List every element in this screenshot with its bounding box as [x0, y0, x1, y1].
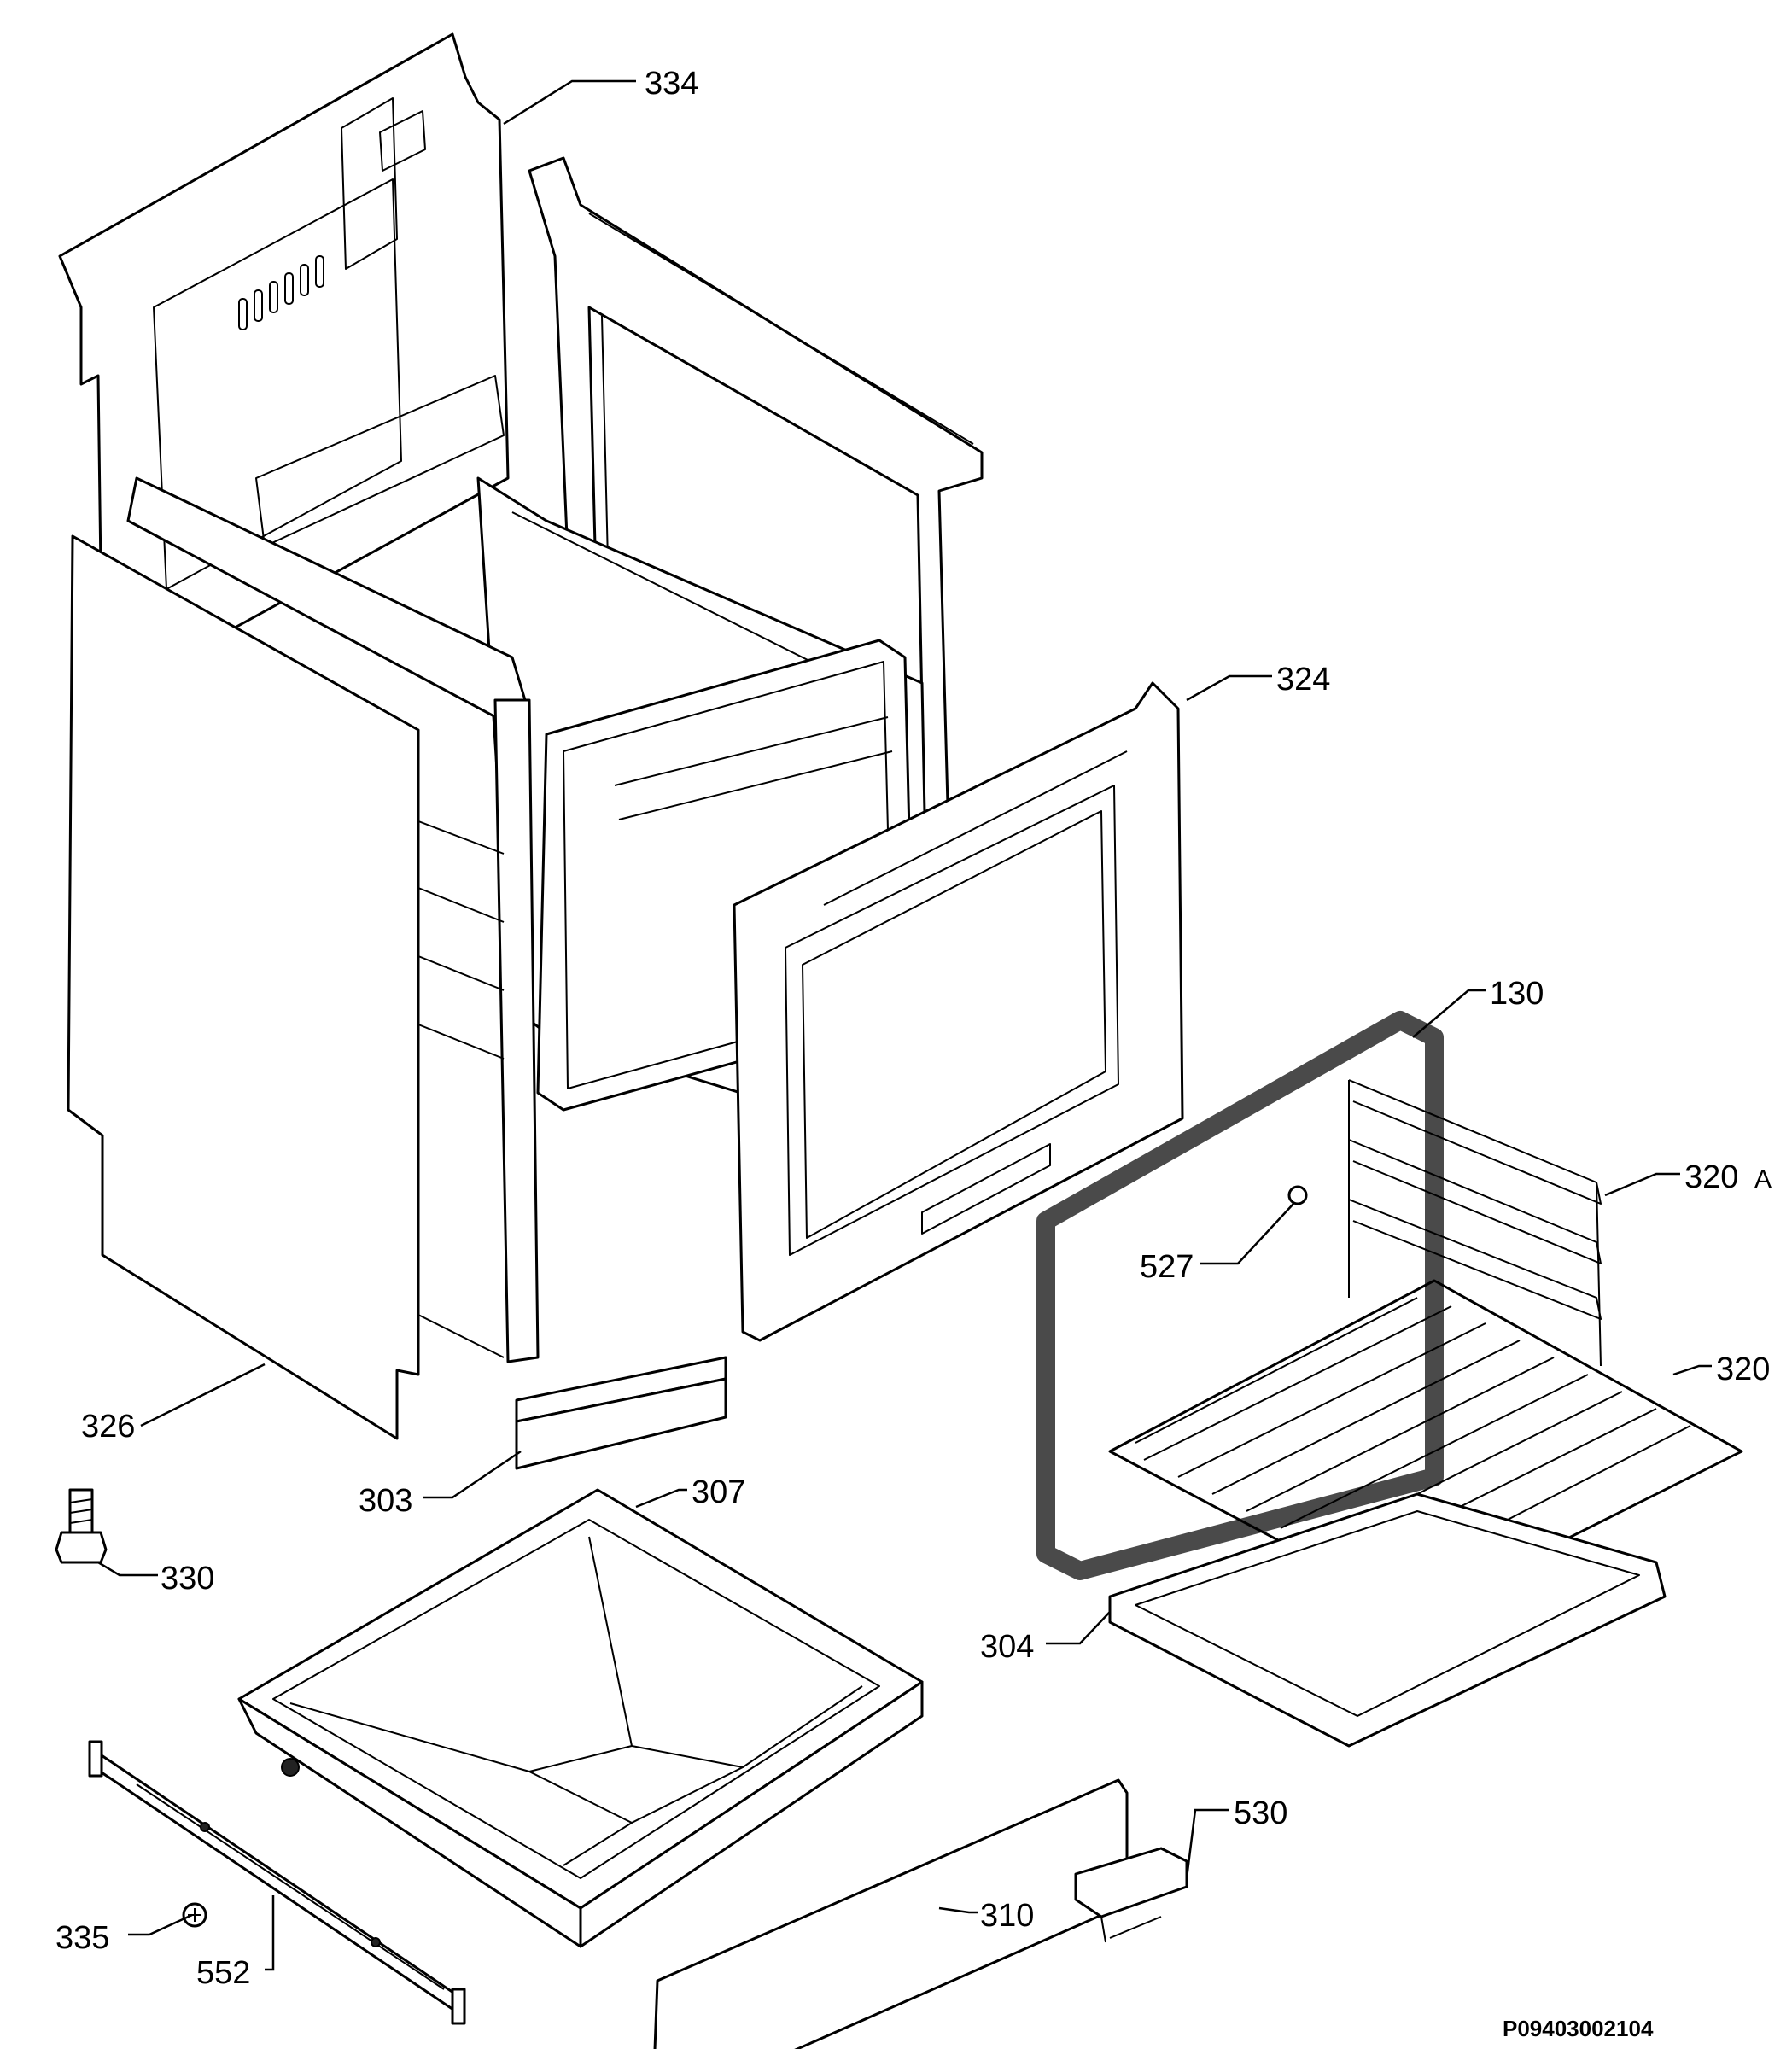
- callout-320a: 320: [1684, 1159, 1738, 1195]
- side-panel-326[interactable]: [67, 534, 420, 1440]
- screw-335[interactable]: [182, 1902, 207, 1928]
- wire-shelf-320[interactable]: [1108, 1279, 1743, 1615]
- drawer-handle-530[interactable]: [1074, 1847, 1188, 1943]
- callout-320a-suffix: A: [1754, 1165, 1772, 1194]
- drawer-rail-552[interactable]: [88, 1740, 466, 2025]
- side-rack-320A[interactable]: [1348, 1079, 1602, 1367]
- baking-tray-304[interactable]: [1108, 1492, 1667, 1748]
- oven-front-frame-324[interactable]: [733, 681, 1184, 1342]
- callout-326: 326: [81, 1409, 135, 1445]
- callout-334: 334: [645, 66, 698, 102]
- callout-labels: 334 324 130 320 A 527 320 326 303 307 33…: [55, 66, 1772, 1991]
- callout-530: 530: [1234, 1795, 1287, 1831]
- callout-552: 552: [196, 1955, 250, 1991]
- callout-307: 307: [692, 1474, 745, 1510]
- callout-304: 304: [980, 1629, 1034, 1665]
- document-id: P09403002104: [1503, 2016, 1654, 2041]
- door-gasket-130[interactable]: [1036, 1011, 1444, 1580]
- callout-330: 330: [161, 1561, 214, 1597]
- callout-310: 310: [980, 1898, 1034, 1934]
- callout-335: 335: [55, 1920, 109, 1956]
- callout-303: 303: [359, 1483, 412, 1519]
- screw-527[interactable]: [1287, 1185, 1308, 1205]
- callout-324: 324: [1276, 662, 1330, 698]
- leveling-foot-330[interactable]: [55, 1488, 108, 1564]
- storage-drawer-307[interactable]: [237, 1488, 924, 1948]
- vent-slots-icon: [238, 255, 324, 330]
- insulation-strip-303[interactable]: [515, 1356, 727, 1470]
- leader-lines: [97, 79, 1712, 1971]
- callout-527: 527: [1140, 1249, 1194, 1285]
- callout-320: 320: [1716, 1351, 1770, 1387]
- callout-130: 130: [1490, 976, 1544, 1012]
